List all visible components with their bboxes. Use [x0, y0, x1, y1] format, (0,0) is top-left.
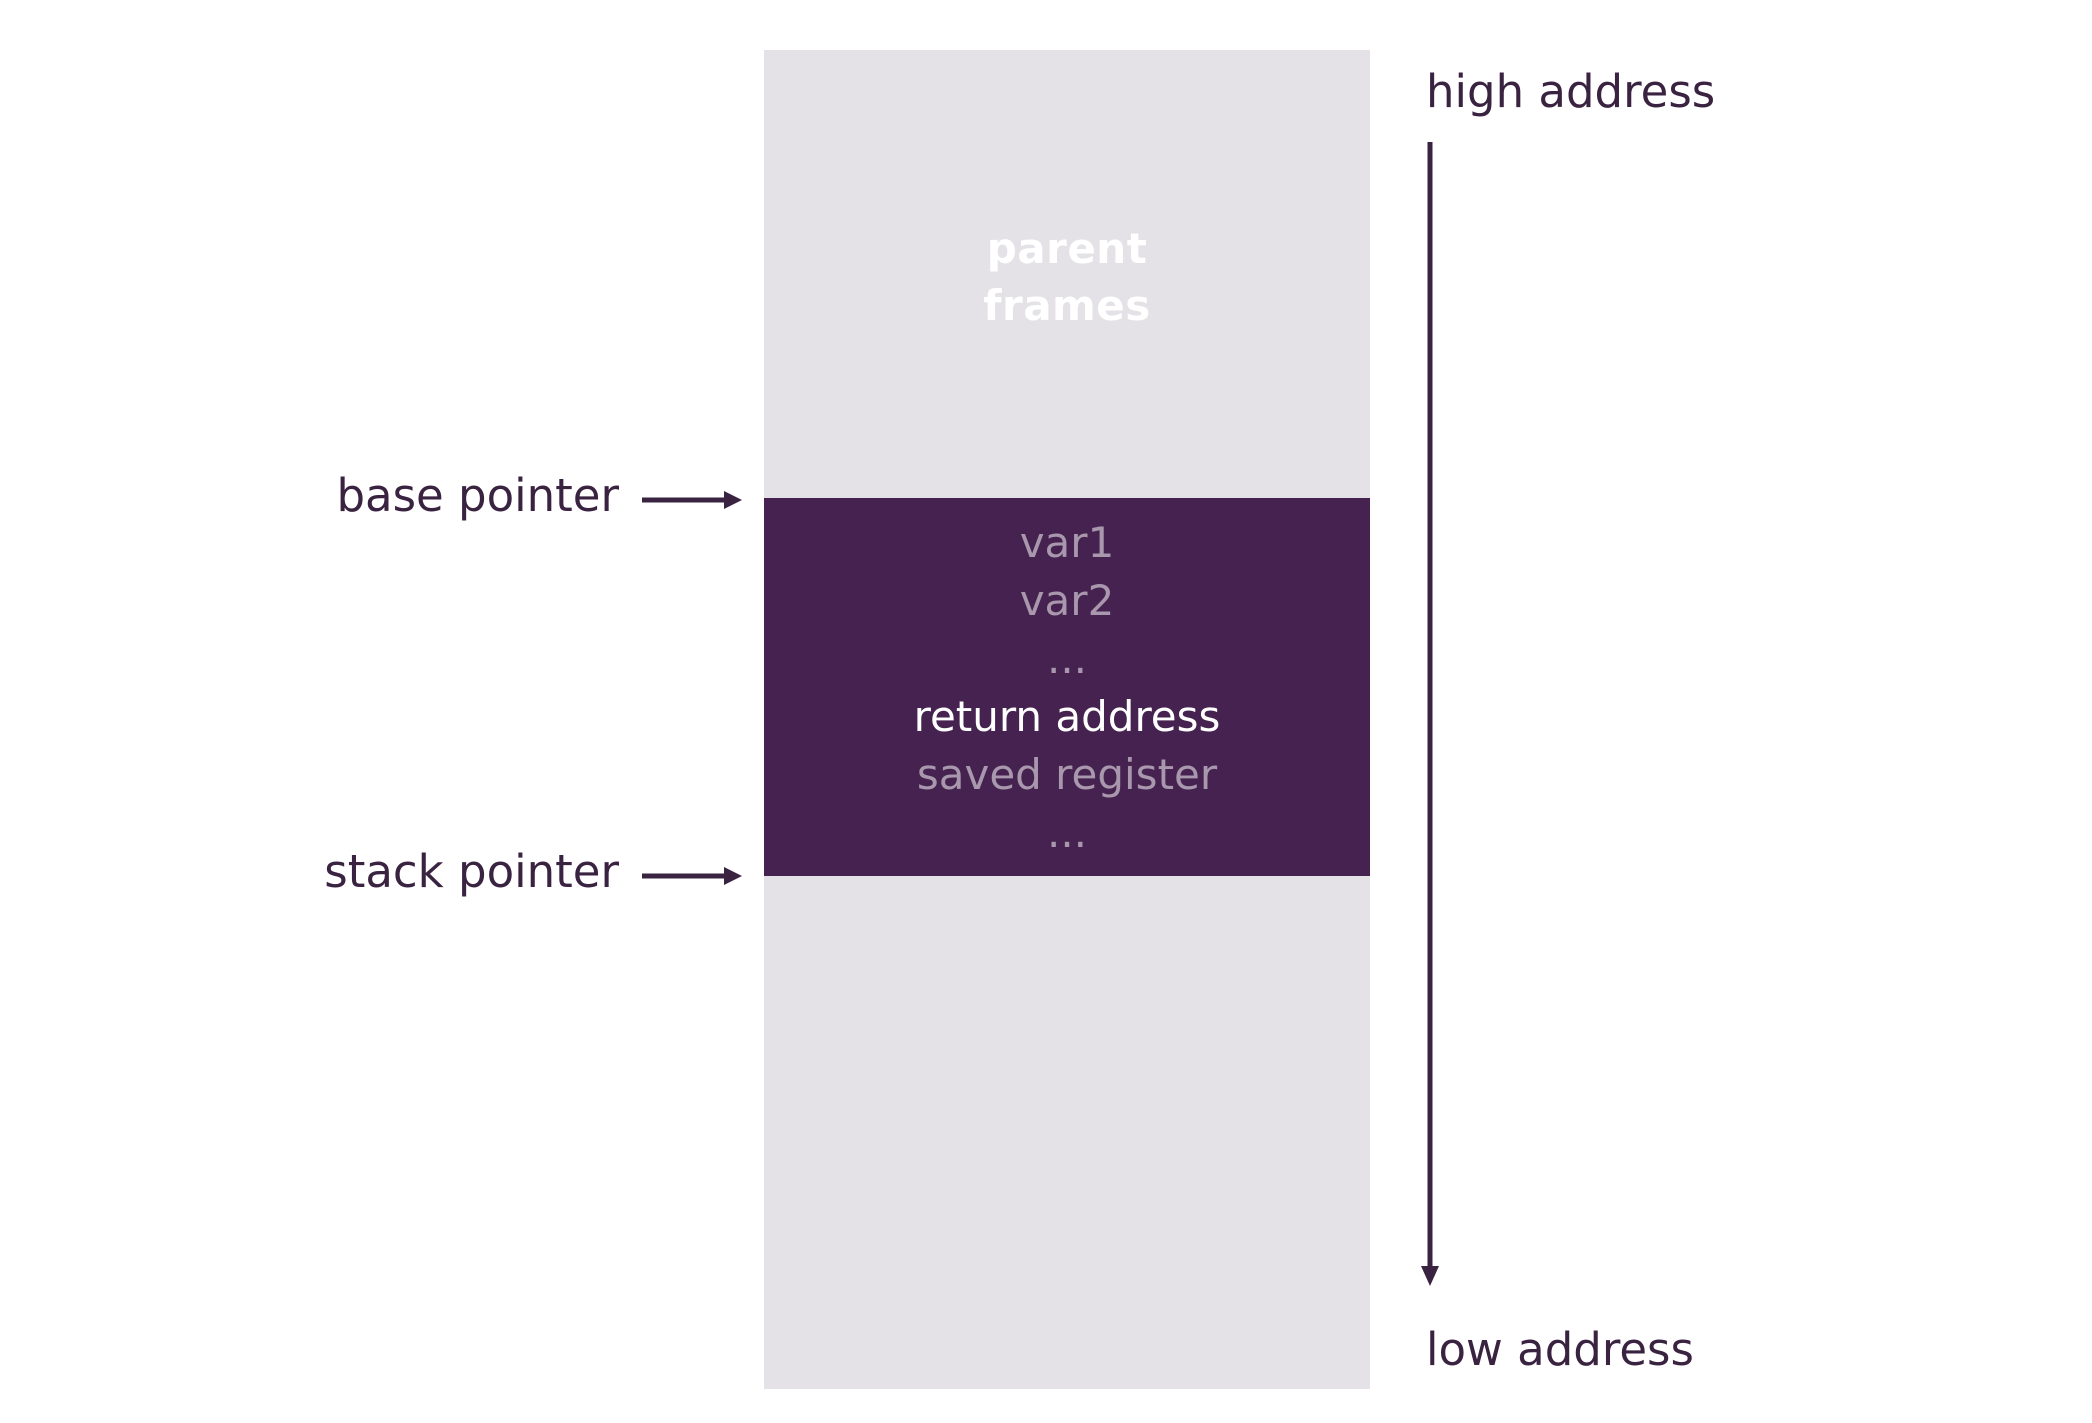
frame-item-var1: var1 — [1019, 518, 1115, 567]
frame-item-return-address: return address — [913, 692, 1221, 741]
current-stack-frame — [764, 498, 1370, 876]
frame-item-ellipsis-2: ... — [1046, 808, 1088, 857]
low-address-label: low address — [1426, 1323, 1694, 1376]
parent-frames-line-2: frames — [983, 281, 1151, 330]
frame-item-saved-register: saved register — [916, 750, 1218, 799]
stack-pointer-arrow — [642, 867, 742, 885]
current-frame-contents: var1 var2 ... return address saved regis… — [764, 514, 1370, 862]
stack-pointer-label: stack pointer — [324, 845, 619, 898]
frame-item-var2: var2 — [1019, 576, 1115, 625]
base-pointer-arrow — [642, 491, 742, 509]
base-pointer-label: base pointer — [336, 469, 619, 522]
address-direction-arrow — [1421, 142, 1439, 1286]
parent-frames-line-1: parent — [986, 224, 1148, 273]
high-address-label: high address — [1426, 65, 1716, 118]
parent-frames-label: parent frames — [764, 220, 1370, 334]
frame-item-ellipsis: ... — [1046, 634, 1088, 683]
